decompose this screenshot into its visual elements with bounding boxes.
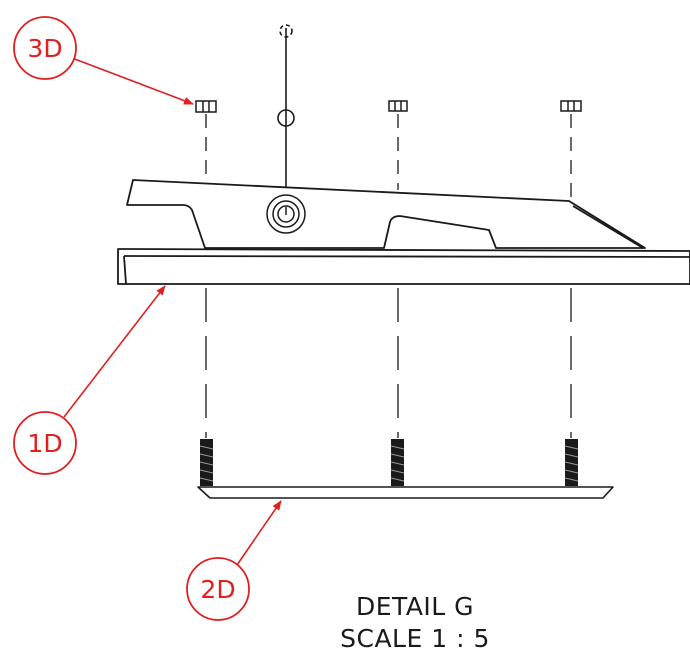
nut-right: [560, 100, 582, 112]
balloon-2d-label: 2D: [200, 575, 235, 604]
balloon-2d: 2D: [186, 557, 250, 621]
base-plate-1d: [117, 248, 690, 285]
stud-left: [199, 439, 214, 486]
stud-middle: [390, 439, 405, 486]
stud-right: [564, 439, 579, 486]
alignment-lines-lower: [205, 288, 572, 438]
alignment-lines-upper: [205, 114, 572, 202]
detail-scale: SCALE 1 : 5: [340, 624, 490, 653]
pivot-bolt: [266, 194, 306, 234]
pin-handle: [277, 24, 295, 188]
nut-middle: [388, 100, 408, 112]
balloon-3d-label: 3D: [27, 34, 62, 63]
balloon-1d: 1D: [13, 411, 77, 475]
bottom-plate-2d: [197, 486, 614, 499]
latch-body: [126, 179, 646, 249]
nut-left: [195, 100, 217, 113]
balloon-3d: 3D: [13, 16, 77, 80]
balloon-1d-label: 1D: [27, 429, 62, 458]
detail-title: DETAIL G: [355, 592, 475, 621]
leader-lines: [63, 57, 282, 566]
